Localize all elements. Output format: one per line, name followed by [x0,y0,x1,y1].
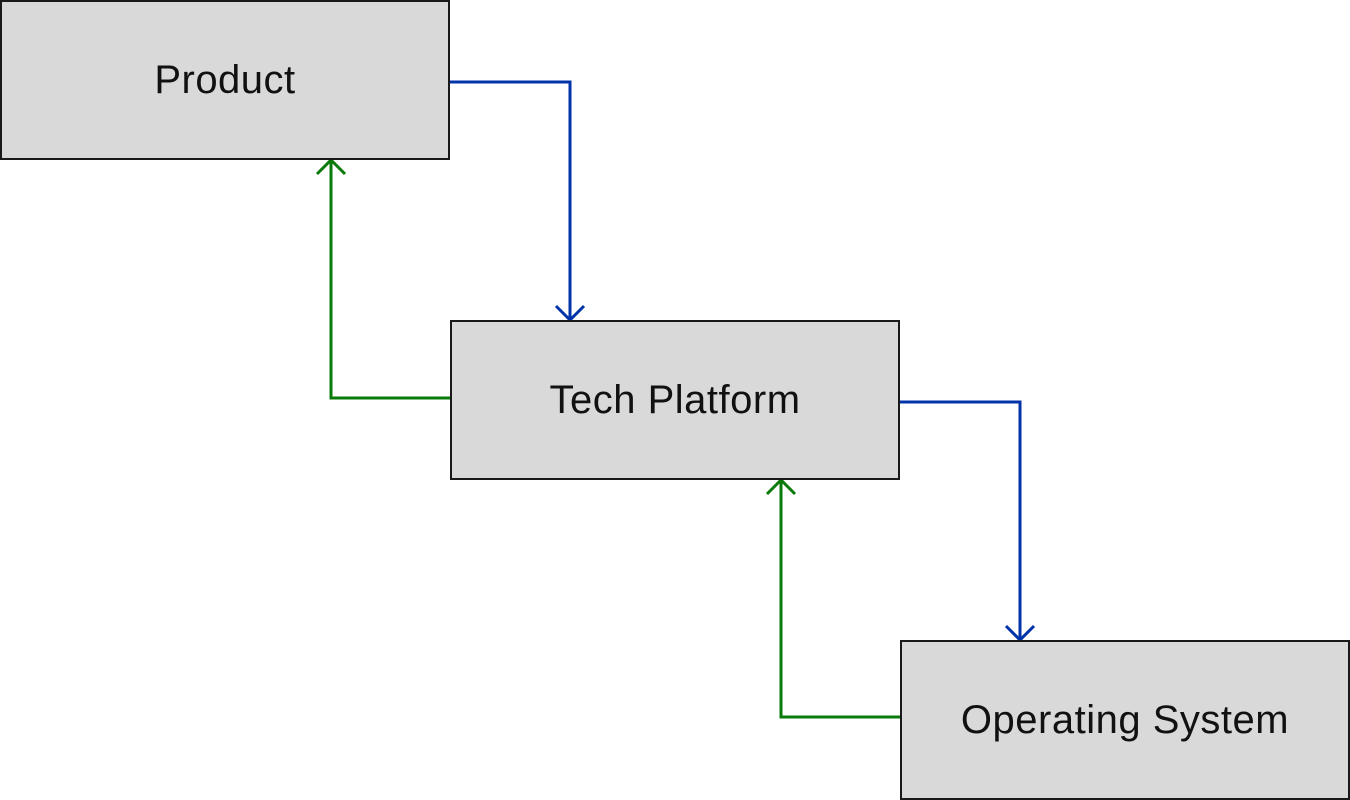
arrowhead-up-icon [315,157,347,176]
arrow-tech-platform-to-product [315,157,450,400]
tech-platform-node[interactable]: Tech Platform [450,320,900,480]
arrow-operating-system-to-tech-platform [765,477,900,719]
connector-line [779,480,900,719]
arrow-product-to-tech-platform [450,80,586,323]
product-node[interactable]: Product [0,0,450,160]
connector-line [900,400,1022,640]
connector-line [450,80,572,320]
product-node-label: Product [154,57,296,102]
operating-system-node[interactable]: Operating System [900,640,1350,800]
arrowhead-down-icon [554,304,586,323]
arrowhead-up-icon [765,477,797,496]
operating-system-node-label: Operating System [960,697,1290,742]
tech-platform-node-label: Tech Platform [549,377,801,422]
arrow-tech-platform-to-operating-system [900,400,1036,643]
connector-line [329,160,450,400]
arrowhead-down-icon [1004,624,1036,643]
